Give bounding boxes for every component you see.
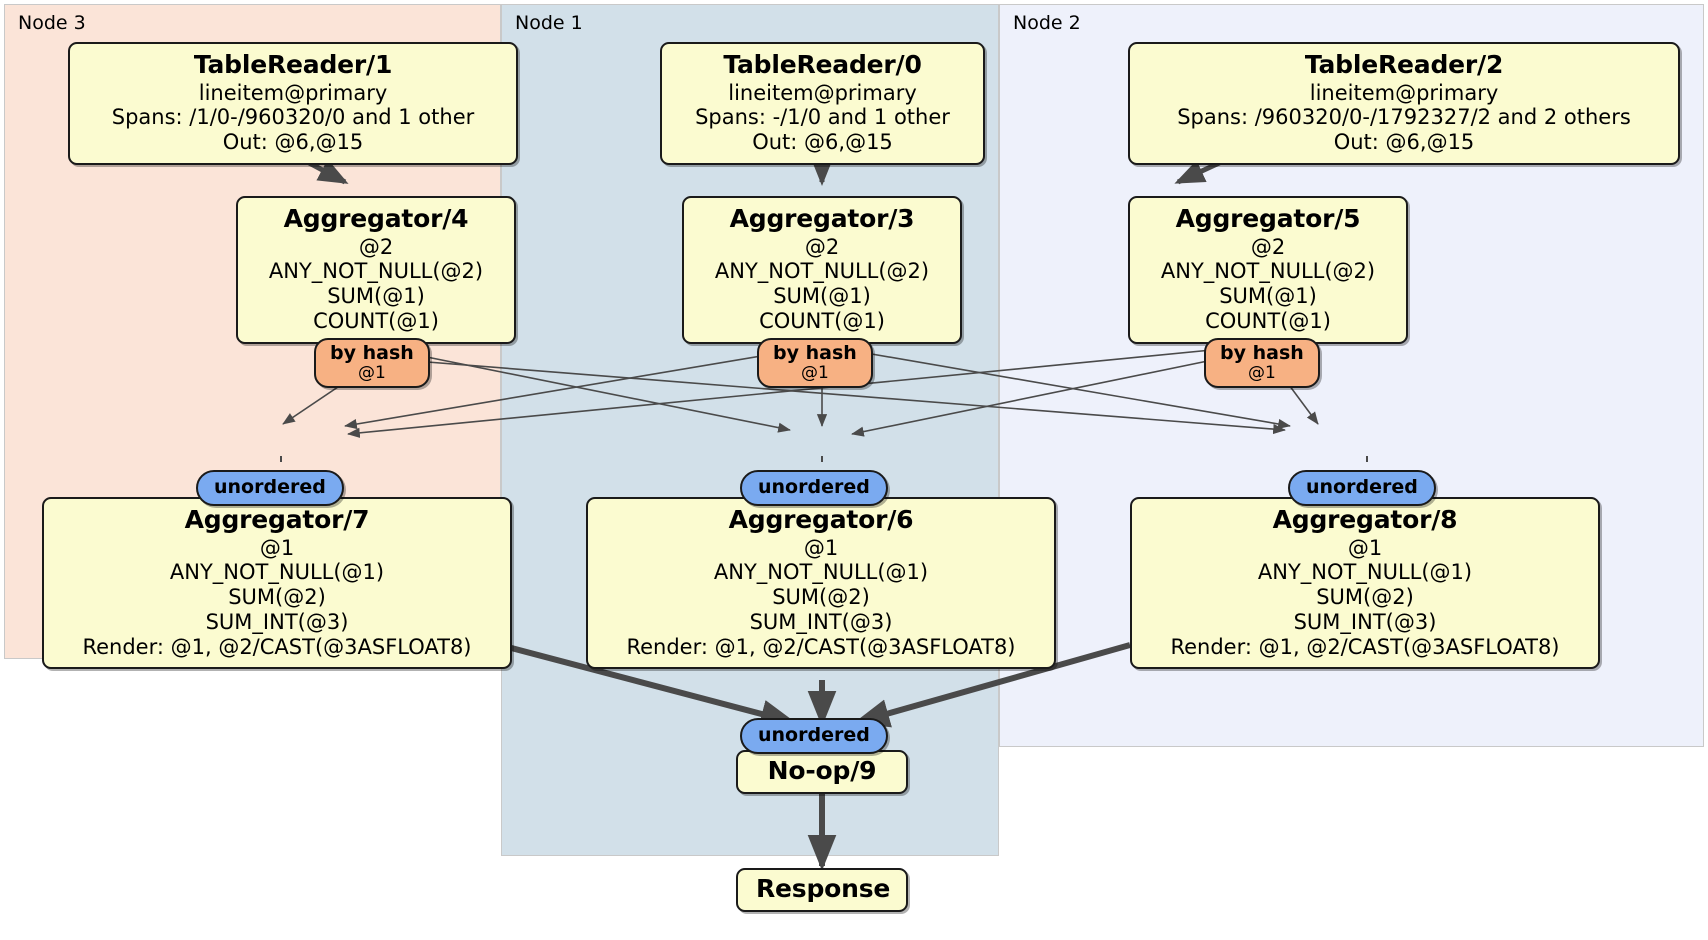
badge-title: unordered [1306, 476, 1418, 498]
processor-line: lineitem@primary [728, 80, 917, 105]
processor-line: @2 [804, 234, 840, 259]
processor-line: @1 [259, 535, 295, 560]
processor-line: Render: @1, @2/CAST(@3ASFLOAT8) [82, 634, 472, 659]
processor-line: SUM(@2) [1316, 585, 1414, 610]
output-router-by-hash-left[interactable]: by hash @1 [314, 338, 430, 389]
processor-line: COUNT(@1) [313, 308, 439, 333]
processor-title: Response [756, 874, 891, 903]
processor-aggregator-8[interactable]: Aggregator/8 @1 ANY_NOT_NULL(@1) SUM(@2)… [1130, 497, 1600, 670]
processor-aggregator-6[interactable]: Aggregator/6 @1 ANY_NOT_NULL(@1) SUM(@2)… [586, 497, 1056, 670]
processor-line: SUM(@1) [773, 284, 871, 309]
processor-line: COUNT(@1) [1205, 308, 1331, 333]
processor-line: @1 [1347, 535, 1383, 560]
badge-title: unordered [214, 476, 326, 498]
node-label-1: Node 1 [515, 12, 583, 34]
processor-line: @2 [358, 234, 394, 259]
processor-line: COUNT(@1) [759, 308, 885, 333]
processor-line: SUM(@1) [1219, 284, 1317, 309]
processor-no-op-9[interactable]: No-op/9 [736, 750, 908, 794]
processor-line: Spans: -/1/0 and 1 other [695, 105, 950, 130]
badge-subtitle: @1 [800, 363, 829, 384]
processor-line: Render: @1, @2/CAST(@3ASFLOAT8) [1170, 634, 1560, 659]
node-label-3: Node 3 [18, 12, 86, 34]
processor-line: lineitem@primary [198, 80, 388, 105]
processor-title: Aggregator/7 [184, 505, 370, 534]
processor-tablereader-0[interactable]: TableReader/0 lineitem@primary Spans: -/… [660, 42, 985, 165]
processor-line: Spans: /960320/0-/1792327/2 and 2 others [1177, 105, 1631, 130]
badge-subtitle: @1 [357, 363, 386, 384]
badge-title: by hash [773, 342, 857, 364]
processor-title: Aggregator/5 [1175, 204, 1361, 233]
processor-line: ANY_NOT_NULL(@2) [268, 259, 484, 284]
input-sync-unordered-left[interactable]: unordered [196, 470, 344, 506]
processor-tablereader-1[interactable]: TableReader/1 lineitem@primary Spans: /1… [68, 42, 518, 165]
processor-line: SUM(@2) [772, 585, 870, 610]
processor-aggregator-5[interactable]: Aggregator/5 @2 ANY_NOT_NULL(@2) SUM(@1)… [1128, 196, 1408, 344]
processor-line: SUM(@1) [327, 284, 425, 309]
processor-response[interactable]: Response [736, 868, 908, 912]
badge-title: by hash [330, 342, 414, 364]
processor-line: SUM_INT(@3) [1293, 609, 1437, 634]
processor-line: SUM(@2) [228, 585, 326, 610]
input-sync-unordered-right[interactable]: unordered [1288, 470, 1436, 506]
processor-line: @1 [803, 535, 839, 560]
processor-title: No-op/9 [767, 756, 877, 785]
processor-title: Aggregator/6 [728, 505, 914, 534]
processor-title: Aggregator/8 [1272, 505, 1458, 534]
processor-line: lineitem@primary [1309, 80, 1499, 105]
processor-line: ANY_NOT_NULL(@1) [1257, 560, 1473, 585]
processor-line: @2 [1250, 234, 1286, 259]
processor-title: Aggregator/4 [283, 204, 469, 233]
processor-line: SUM_INT(@3) [205, 609, 349, 634]
processor-line: ANY_NOT_NULL(@1) [169, 560, 385, 585]
processor-title: Aggregator/3 [729, 204, 915, 233]
processor-aggregator-3[interactable]: Aggregator/3 @2 ANY_NOT_NULL(@2) SUM(@1)… [682, 196, 962, 344]
processor-line: Spans: /1/0-/960320/0 and 1 other [111, 105, 475, 130]
processor-line: Out: @6,@15 [752, 130, 893, 155]
badge-title: unordered [758, 476, 870, 498]
processor-line: ANY_NOT_NULL(@1) [713, 560, 929, 585]
processor-line: Render: @1, @2/CAST(@3ASFLOAT8) [626, 634, 1016, 659]
badge-title: by hash [1220, 342, 1304, 364]
processor-title: TableReader/2 [1304, 50, 1504, 79]
processor-line: ANY_NOT_NULL(@2) [1160, 259, 1376, 284]
output-router-by-hash-right[interactable]: by hash @1 [1204, 338, 1320, 389]
input-sync-unordered-final[interactable]: unordered [740, 718, 888, 754]
processor-line: SUM_INT(@3) [749, 609, 893, 634]
input-sync-unordered-center[interactable]: unordered [740, 470, 888, 506]
badge-title: unordered [758, 724, 870, 746]
processor-line: Out: @6,@15 [222, 130, 364, 155]
output-router-by-hash-center[interactable]: by hash @1 [757, 338, 873, 389]
processor-title: TableReader/1 [193, 50, 393, 79]
node-label-2: Node 2 [1013, 12, 1081, 34]
processor-line: Out: @6,@15 [1333, 130, 1475, 155]
processor-aggregator-4[interactable]: Aggregator/4 @2 ANY_NOT_NULL(@2) SUM(@1)… [236, 196, 516, 344]
processor-tablereader-2[interactable]: TableReader/2 lineitem@primary Spans: /9… [1128, 42, 1680, 165]
processor-title: TableReader/0 [723, 50, 922, 79]
badge-subtitle: @1 [1247, 363, 1276, 384]
processor-aggregator-7[interactable]: Aggregator/7 @1 ANY_NOT_NULL(@1) SUM(@2)… [42, 497, 512, 670]
processor-line: ANY_NOT_NULL(@2) [714, 259, 930, 284]
